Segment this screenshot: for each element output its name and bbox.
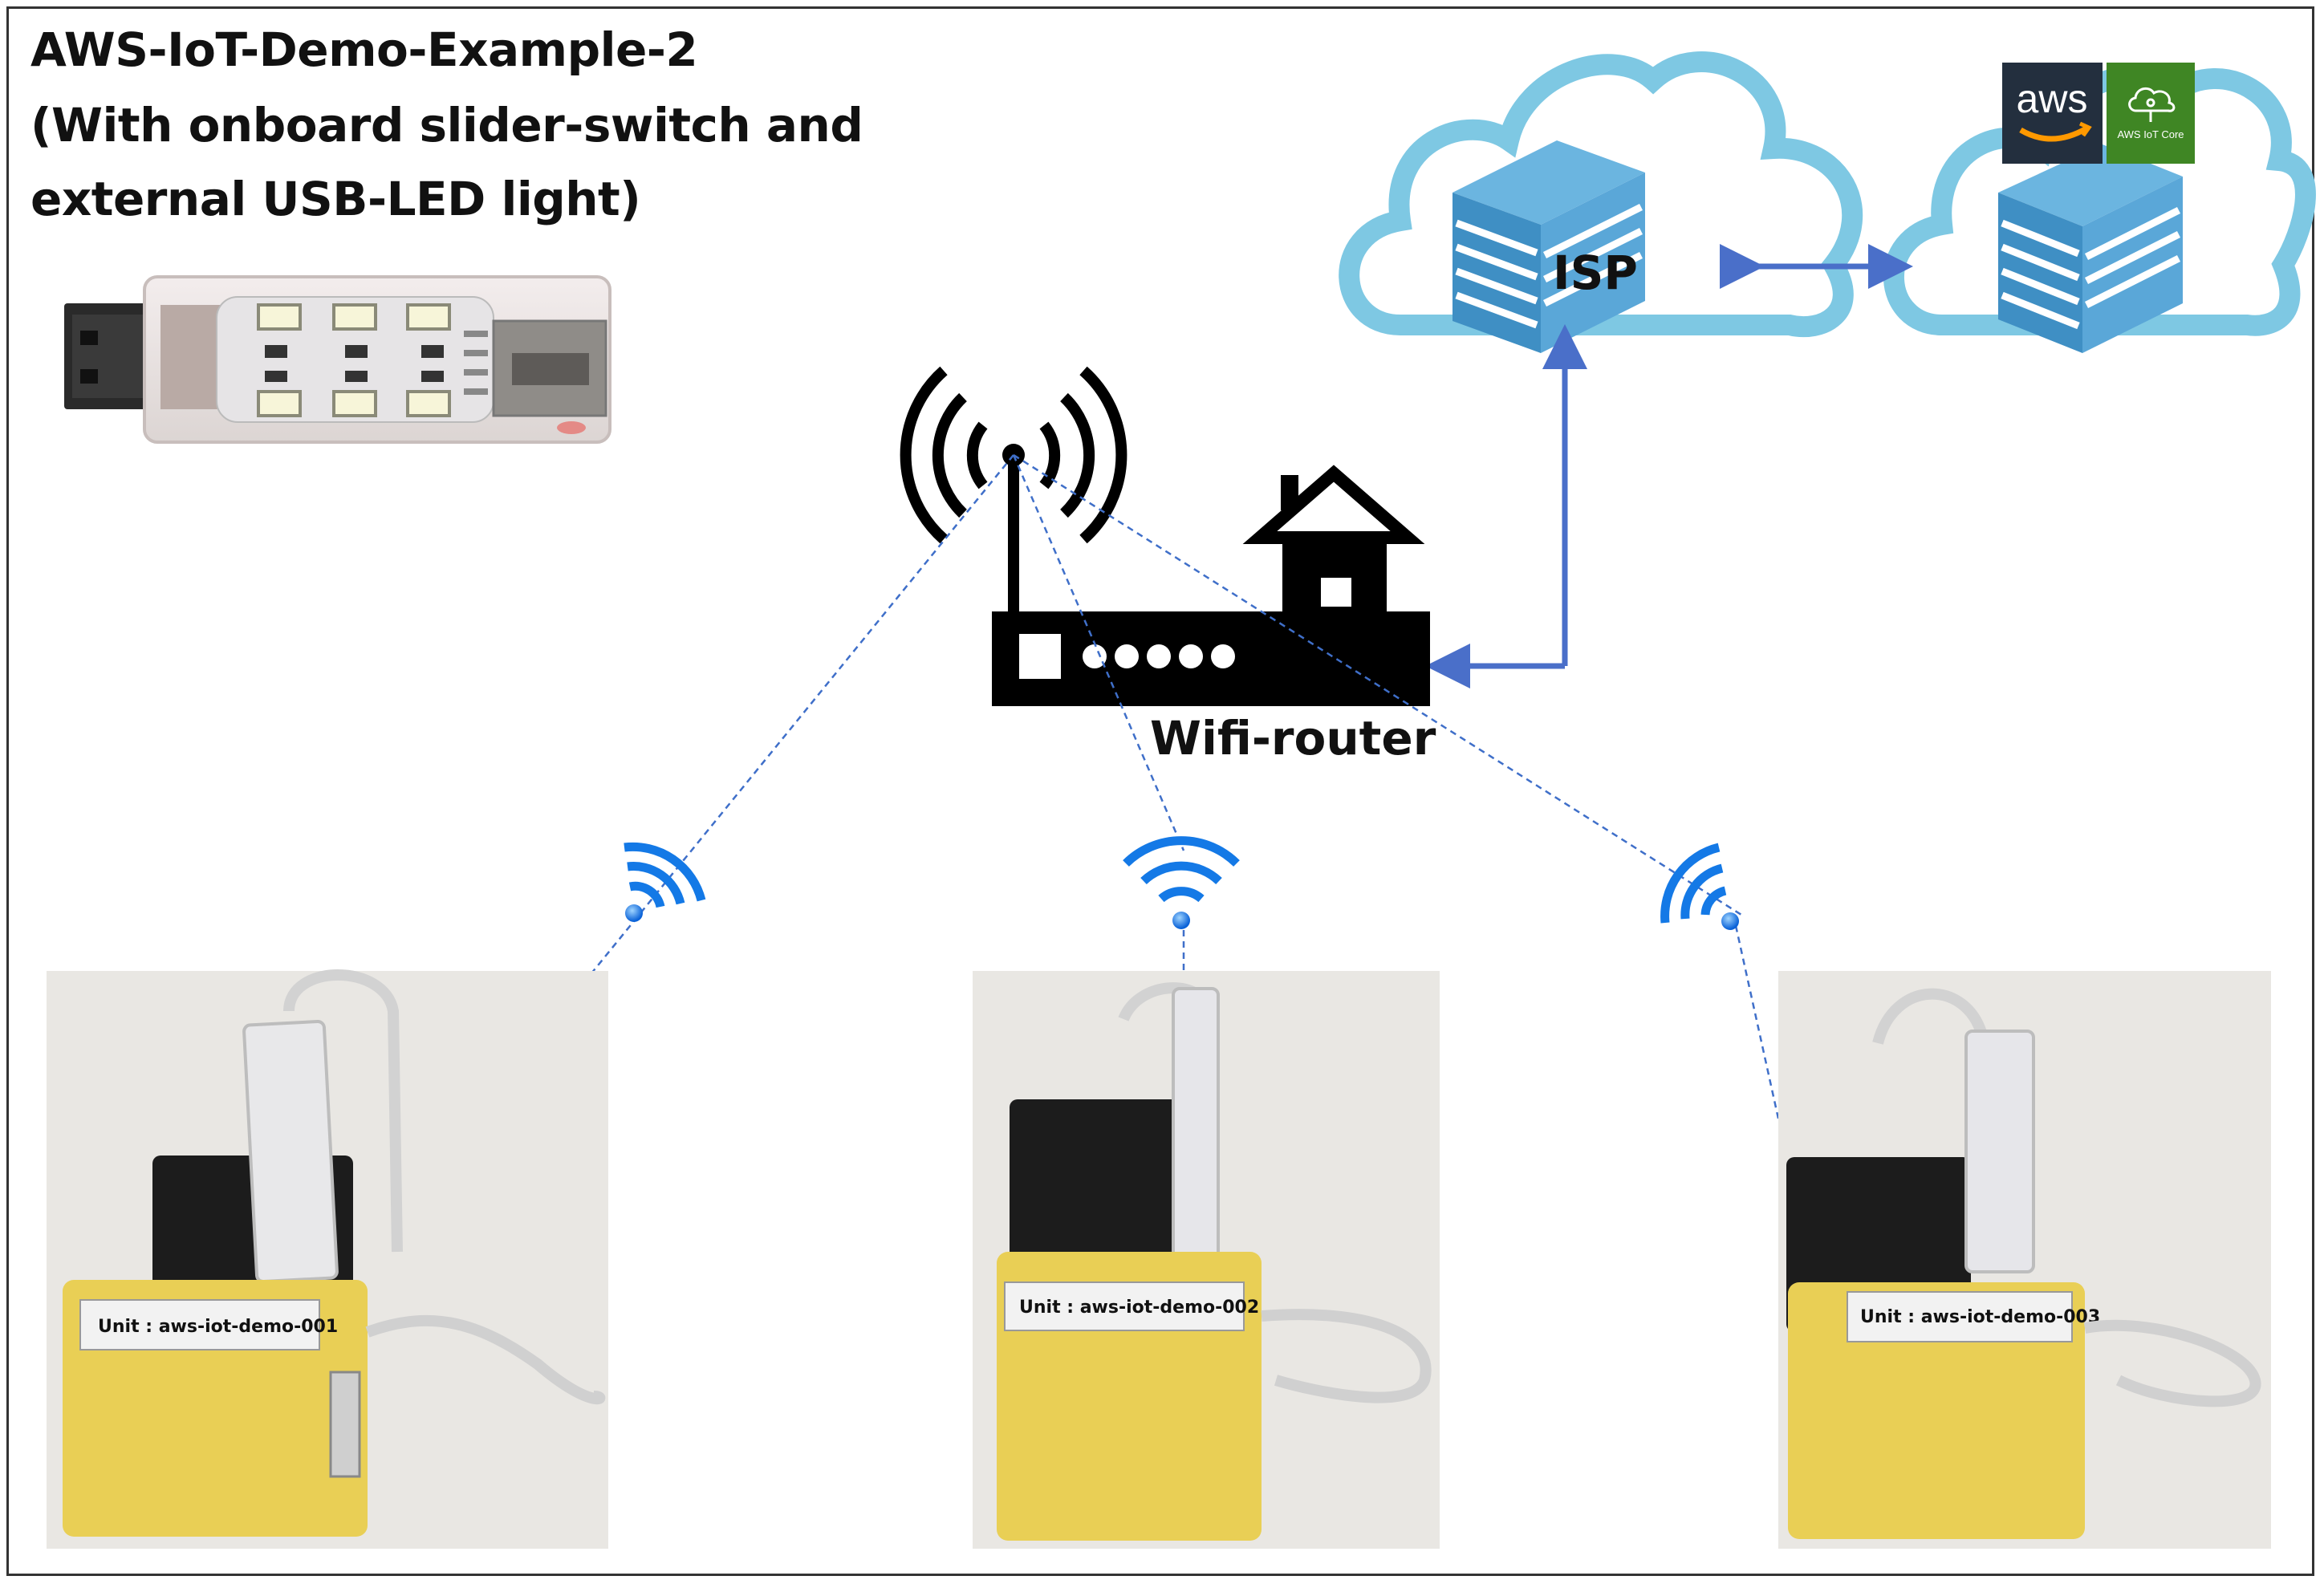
unit-photo-001: Unit : aws-iot-demo-001 — [47, 969, 608, 1549]
wifi-signal-icon-001 — [624, 842, 706, 922]
isp-label: ISP — [1553, 246, 1638, 300]
link-unit-003-a — [1013, 453, 1742, 916]
unit-photo-002: Unit : aws-iot-demo-002 — [973, 971, 1440, 1549]
house-icon — [1242, 465, 1425, 615]
router-label: Wifi-router — [1150, 711, 1436, 766]
aws-logo-text: aws — [2017, 76, 2088, 121]
aws-iot-core-label: AWS IoT Core — [2117, 128, 2184, 140]
unit-photo-003: Unit : aws-iot-demo-003 — [1778, 971, 2271, 1549]
diagram-frame — [6, 6, 2314, 1576]
title-line-1: AWS-IoT-Demo-Example-2 — [30, 22, 698, 77]
aws-logo: aws — [2002, 63, 2103, 164]
isp-server-icon — [1452, 140, 1645, 353]
iot-core-icon — [2128, 87, 2176, 122]
link-unit-003-b — [1732, 914, 1795, 1188]
aws-iot-core-badge: AWS IoT Core — [2107, 63, 2195, 164]
title-line-3: external USB-LED light) — [30, 172, 641, 226]
wifi-signal-icon-003 — [1660, 843, 1739, 930]
usb-led-light-image — [64, 275, 611, 444]
unit-label-002: Unit : aws-iot-demo-002 — [1019, 1298, 1259, 1318]
link-unit-002-a — [1012, 454, 1185, 851]
unit-label-003: Unit : aws-iot-demo-003 — [1860, 1307, 2100, 1327]
title-line-2: (With onboard slider-switch and — [30, 98, 863, 152]
wifi-router-icon — [900, 366, 1430, 706]
wifi-signal-icon-002 — [1123, 836, 1240, 929]
unit-label-001: Unit : aws-iot-demo-001 — [98, 1317, 338, 1337]
aws-server-icon — [1998, 144, 2183, 353]
